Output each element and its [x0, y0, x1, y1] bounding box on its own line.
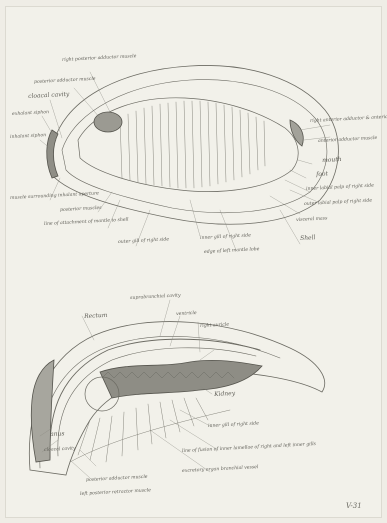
folio-number: V-31 [346, 502, 362, 510]
label-foot: foot [316, 171, 328, 177]
label-anus: anus [50, 431, 65, 437]
kidney [100, 360, 262, 398]
label-rectum: Rectum [84, 313, 108, 319]
label-ventricle: ventricle [176, 311, 197, 317]
label-mouth: mouth [322, 157, 342, 163]
section-outer [29, 322, 324, 475]
label-kidney: Kidney [214, 391, 235, 397]
posterior-adductor-muscle [94, 112, 122, 132]
rectum-tube [50, 339, 260, 458]
label-shell: Shell [300, 235, 316, 241]
siphon-region [47, 130, 58, 178]
mantle-edge [62, 80, 327, 213]
label-cloacal-cavity: cloacal cavity [28, 92, 69, 99]
anterior-adductor-muscle [290, 120, 303, 146]
